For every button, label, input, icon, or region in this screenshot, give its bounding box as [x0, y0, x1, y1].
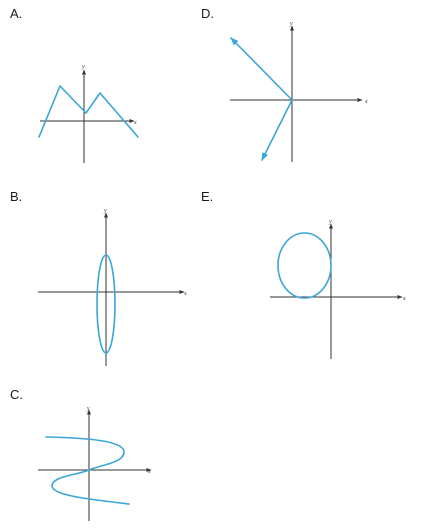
panel-e-label: E. [201, 189, 213, 204]
panel-c: C. x y [10, 387, 152, 521]
panel-c-x-label: x [147, 469, 151, 475]
panel-c-label: C. [10, 387, 23, 402]
panel-a-x-label: x [133, 120, 137, 126]
panel-b-y-label: y [103, 208, 107, 214]
panel-b-x-label: x [183, 291, 187, 297]
panel-d-ray-upper [230, 37, 293, 101]
panel-d-ray-lower [261, 99, 293, 161]
panel-a-curve [38, 85, 139, 138]
panel-e: E. x y [201, 189, 406, 359]
panel-d-label: D. [201, 6, 214, 21]
panel-e-x-label: x [402, 296, 406, 302]
panel-d: D. x y [201, 6, 368, 162]
panel-a: A. x y [10, 6, 139, 163]
panel-b: B. x y [10, 189, 187, 366]
panel-a-y-label: y [81, 64, 85, 70]
panel-e-circle [277, 232, 332, 299]
panel-c-curve [45, 436, 130, 505]
panel-c-y-label: y [86, 406, 90, 412]
panel-b-label: B. [10, 189, 22, 204]
panel-d-x-label: x [364, 99, 368, 105]
panel-e-y-label: y [328, 219, 332, 225]
panel-a-label: A. [10, 6, 22, 21]
panel-d-y-label: y [289, 21, 293, 27]
panel-b-ellipse [96, 254, 116, 354]
